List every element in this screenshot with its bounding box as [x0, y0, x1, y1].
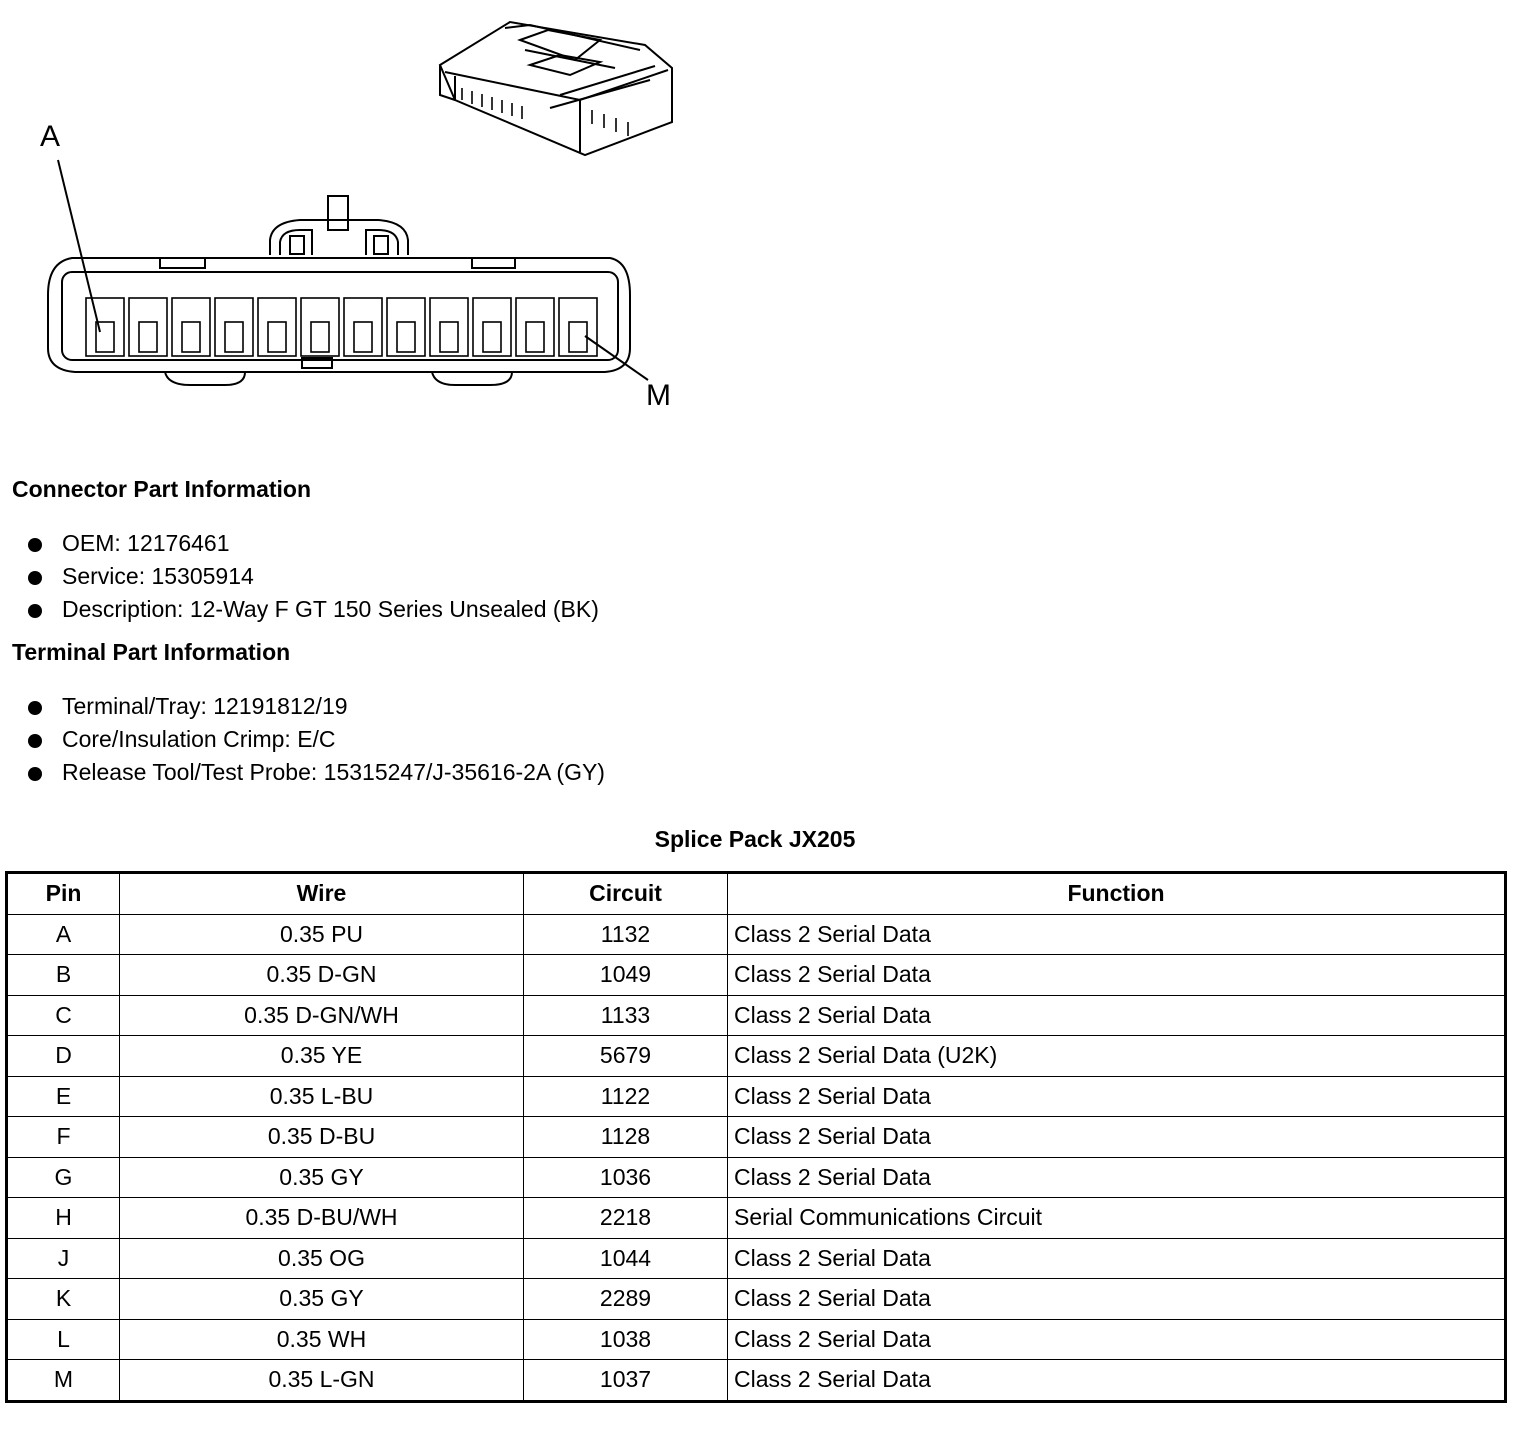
function-cell: Class 2 Serial Data: [727, 1359, 1506, 1402]
function-cell: Class 2 Serial Data: [727, 913, 1506, 955]
bullet-icon: [28, 701, 42, 715]
list-item: OEM: 12176461: [28, 527, 599, 560]
wire-cell: 0.35 PU: [119, 913, 524, 955]
connector-front-view: [47, 195, 631, 386]
connector-part-info-heading: Connector Part Information: [12, 476, 312, 502]
list-item: Service: 15305914: [28, 560, 599, 593]
pin-cell: K: [6, 1278, 120, 1320]
pin-a-label: A: [40, 120, 60, 153]
circuit-cell: 1122: [523, 1075, 728, 1117]
pin-cell: H: [6, 1197, 120, 1239]
connector-part-info-list: OEM: 12176461 Service: 15305914 Descript…: [28, 527, 599, 626]
function-cell: Serial Communications Circuit: [727, 1197, 1506, 1239]
wire-cell: 0.35 WH: [119, 1318, 524, 1360]
circuit-cell: 1132: [523, 913, 728, 955]
pin-cell: C: [6, 994, 120, 1036]
wire-cell: 0.35 YE: [119, 1035, 524, 1077]
wire-cell: 0.35 OG: [119, 1237, 524, 1279]
pin-a-leader: [57, 159, 101, 333]
function-cell: Class 2 Serial Data: [727, 994, 1506, 1036]
pin-cell: A: [6, 913, 120, 955]
circuit-cell: 1049: [523, 954, 728, 996]
wire-cell: 0.35 D-BU: [119, 1116, 524, 1158]
list-item: Description: 12-Way F GT 150 Series Unse…: [28, 593, 599, 626]
circuit-cell: 1036: [523, 1156, 728, 1198]
table-header-row: Pin Wire Circuit Function: [6, 872, 1506, 915]
list-item: Core/Insulation Crimp: E/C: [28, 723, 605, 756]
circuit-cell: 1133: [523, 994, 728, 1036]
function-cell: Class 2 Serial Data: [727, 1116, 1506, 1158]
function-cell: Class 2 Serial Data: [727, 1318, 1506, 1360]
bullet-icon: [28, 571, 42, 585]
wire-cell: 0.35 GY: [119, 1278, 524, 1320]
circuit-cell: 5679: [523, 1035, 728, 1077]
function-cell: Class 2 Serial Data: [727, 1156, 1506, 1198]
function-cell: Class 2 Serial Data: [727, 1237, 1506, 1279]
function-cell: Class 2 Serial Data: [727, 1075, 1506, 1117]
pin-cell: F: [6, 1116, 120, 1158]
terminal-part-info-list: Terminal/Tray: 12191812/19 Core/Insulati…: [28, 690, 605, 789]
pin-cell: M: [6, 1359, 120, 1402]
wire-cell: 0.35 GY: [119, 1156, 524, 1198]
pin-m-label: M: [646, 379, 671, 412]
table-title: Splice Pack JX205: [654, 826, 856, 852]
pin-cell: L: [6, 1318, 120, 1360]
circuit-cell: 1044: [523, 1237, 728, 1279]
pin-cell: E: [6, 1075, 120, 1117]
circuit-cell: 1128: [523, 1116, 728, 1158]
wire-cell: 0.35 L-GN: [119, 1359, 524, 1402]
terminal-part-info-heading: Terminal Part Information: [12, 639, 291, 665]
circuit-cell: 1037: [523, 1359, 728, 1402]
bullet-icon: [28, 767, 42, 781]
wire-cell: 0.35 D-GN/WH: [119, 994, 524, 1036]
bullet-icon: [28, 538, 42, 552]
column-header-circuit: Circuit: [523, 872, 728, 915]
pin-m-leader: [584, 335, 649, 381]
pin-cell: B: [6, 954, 120, 996]
pin-cell: D: [6, 1035, 120, 1077]
wire-cell: 0.35 D-BU/WH: [119, 1197, 524, 1239]
connector-isometric-view: [438, 20, 673, 157]
circuit-cell: 2218: [523, 1197, 728, 1239]
function-cell: Class 2 Serial Data: [727, 954, 1506, 996]
wire-cell: 0.35 D-GN: [119, 954, 524, 996]
function-cell: Class 2 Serial Data (U2K): [727, 1035, 1506, 1077]
circuit-cell: 1038: [523, 1318, 728, 1360]
column-header-pin: Pin: [6, 872, 120, 915]
pin-cell: G: [6, 1156, 120, 1198]
list-item: Release Tool/Test Probe: 15315247/J-3561…: [28, 756, 605, 789]
bullet-icon: [28, 604, 42, 618]
circuit-cell: 2289: [523, 1278, 728, 1320]
wire-cell: 0.35 L-BU: [119, 1075, 524, 1117]
bullet-icon: [28, 734, 42, 748]
column-header-wire: Wire: [119, 872, 524, 915]
function-cell: Class 2 Serial Data: [727, 1278, 1506, 1320]
column-header-function: Function: [727, 872, 1506, 915]
list-item: Terminal/Tray: 12191812/19: [28, 690, 605, 723]
connector-diagram: A M: [40, 20, 673, 412]
pin-cell: J: [6, 1237, 120, 1279]
